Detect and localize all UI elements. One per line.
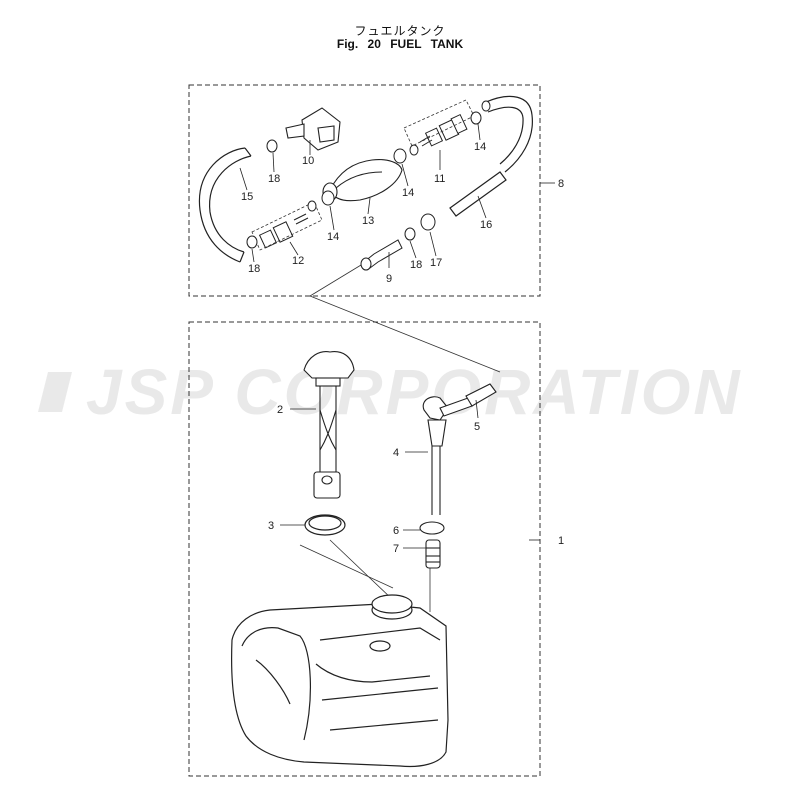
fuel-line-group-box bbox=[188, 84, 541, 297]
hose-fitting-11 bbox=[419, 113, 468, 147]
primer-bulb bbox=[322, 159, 403, 202]
callout-9: 9 bbox=[386, 273, 392, 285]
o-ring-3 bbox=[304, 514, 346, 536]
callout-4: 4 bbox=[393, 447, 399, 459]
callout-16: 16 bbox=[480, 219, 492, 231]
fuel-tank-body bbox=[231, 594, 449, 768]
fuel-filter-7 bbox=[425, 539, 441, 569]
callout-8: 8 bbox=[558, 178, 564, 190]
callout-6: 6 bbox=[393, 525, 399, 537]
callout-14-middle: 14 bbox=[402, 187, 414, 199]
hose-fitting-9 bbox=[360, 239, 403, 271]
fuel-gauge bbox=[303, 351, 355, 499]
callout-18-top: 18 bbox=[268, 173, 280, 185]
callout-11: 11 bbox=[434, 173, 445, 185]
watermark: JSP CORPORATION bbox=[38, 356, 743, 428]
callout-10: 10 bbox=[302, 155, 314, 167]
callout-14-right: 14 bbox=[474, 141, 486, 153]
svg-text:JSP CORPORATION: JSP CORPORATION bbox=[86, 356, 743, 428]
callout-15: 15 bbox=[241, 191, 253, 203]
figure-title: Fig. 20 FUEL TANK bbox=[336, 37, 464, 51]
callout-18-bottom: 18 bbox=[410, 259, 422, 271]
callout-13: 13 bbox=[362, 215, 374, 227]
callout-12: 12 bbox=[292, 255, 304, 267]
washer-6 bbox=[419, 521, 445, 535]
fuel-hose-15 bbox=[198, 147, 252, 263]
assembly-lines bbox=[299, 261, 501, 612]
callout-14-center: 14 bbox=[327, 231, 339, 243]
fitting-group-12-frame bbox=[251, 201, 323, 251]
fuel-tank-group-box bbox=[188, 321, 541, 777]
fuel-hose-16 bbox=[449, 171, 507, 217]
leader-lines bbox=[239, 123, 555, 549]
callout-1: 1 bbox=[558, 535, 564, 547]
fuel-connector-10 bbox=[285, 107, 341, 151]
callout-7: 7 bbox=[393, 543, 399, 555]
callout-18-left: 18 bbox=[248, 263, 260, 275]
callout-3: 3 bbox=[268, 520, 274, 532]
clamp-and-washer-parts bbox=[246, 100, 491, 249]
callout-17: 17 bbox=[430, 257, 442, 269]
callout-5: 5 bbox=[474, 421, 480, 433]
callout-2: 2 bbox=[277, 404, 283, 416]
hose-fitting-12 bbox=[258, 213, 309, 249]
fuel-hose-8-loop bbox=[485, 95, 533, 173]
figure-title-japanese: フュエルタンク bbox=[354, 24, 446, 38]
fuel-suction-pipe bbox=[422, 383, 497, 515]
